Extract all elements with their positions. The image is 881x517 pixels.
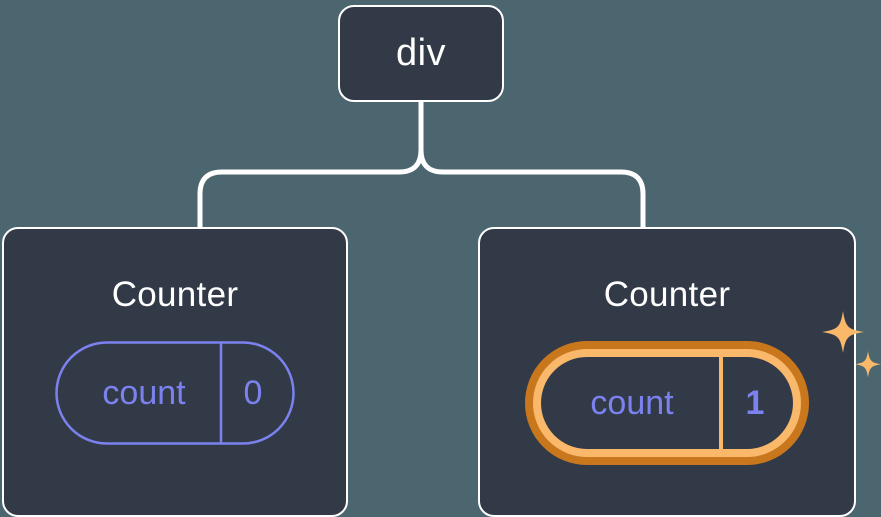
node-div[interactable]: div	[338, 5, 504, 102]
state-pill-right-wrap: count 1	[480, 311, 881, 465]
node-counter-right-label: Counter	[603, 275, 731, 314]
sparkle-group	[822, 311, 881, 378]
sparkle-icon-small	[855, 351, 881, 378]
sparkle-icon-large	[822, 311, 864, 353]
state-pill-right[interactable]: count 1	[525, 311, 881, 465]
state-value-left: 0	[243, 373, 263, 412]
node-div-label: div	[395, 32, 447, 74]
diagram-canvas: div Counter count 0 Counter	[2, 5, 881, 517]
state-name-left: count	[102, 373, 186, 412]
node-counter-left-label: Counter	[111, 275, 239, 314]
state-pill-left[interactable]: count 0	[55, 341, 295, 445]
state-value-right: 1	[745, 383, 765, 422]
node-counter-right[interactable]: Counter count 1	[478, 227, 881, 517]
state-name-right: count	[590, 383, 674, 422]
state-pill-left-wrap: count 0	[4, 341, 346, 445]
node-counter-left[interactable]: Counter count 0	[2, 227, 348, 517]
